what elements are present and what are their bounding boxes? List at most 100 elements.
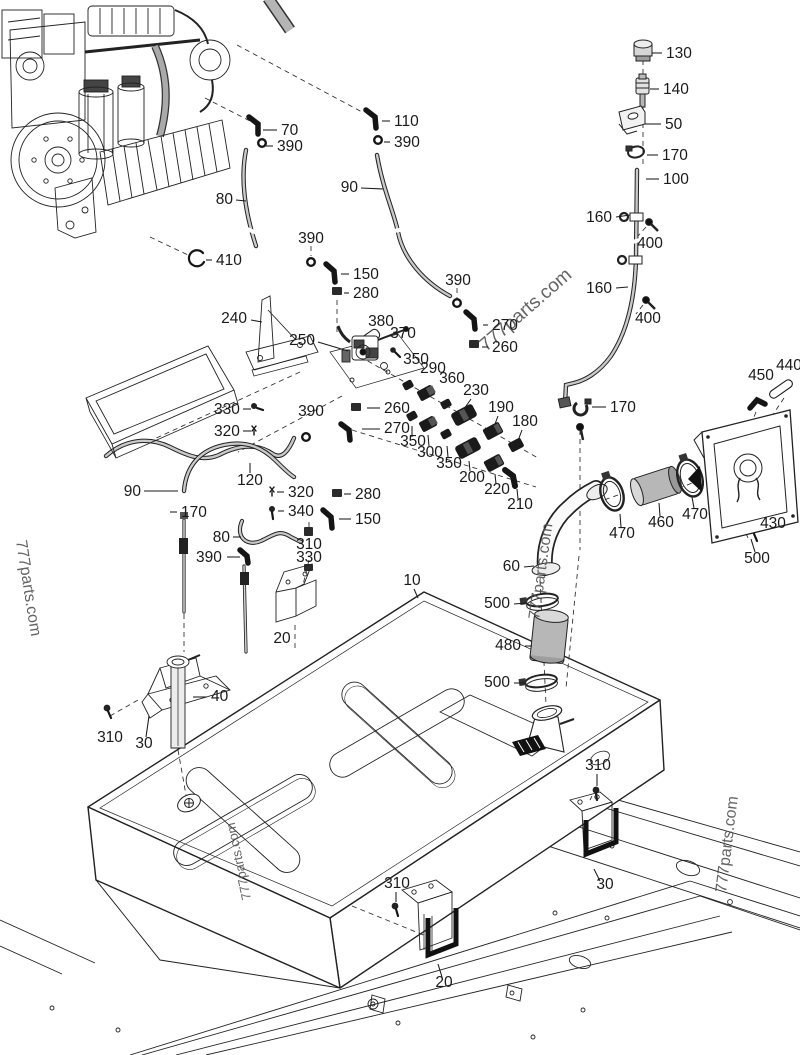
- part-callout-310: 310: [97, 729, 123, 746]
- part-callout-390: 390: [298, 403, 324, 420]
- part-callout-10: 10: [403, 572, 421, 589]
- part-callout-260: 260: [492, 339, 518, 356]
- part-callout-430: 430: [760, 515, 786, 532]
- part-callout-500: 500: [484, 674, 510, 691]
- part-callout-320: 320: [214, 423, 240, 440]
- part-callout-260: 260: [384, 400, 410, 417]
- watermark-text: 777parts.com: [476, 264, 577, 355]
- part-callout-290: 290: [420, 360, 446, 377]
- part-callout-360: 360: [439, 370, 465, 387]
- engine-illustration: [1, 0, 295, 239]
- part-callout-400: 400: [637, 235, 663, 252]
- part-callout-90: 90: [341, 179, 359, 196]
- part-callout-90: 90: [124, 483, 142, 500]
- part-callout-180: 180: [512, 413, 538, 430]
- part-callout-390: 390: [445, 272, 471, 289]
- part-callout-310: 310: [585, 757, 611, 774]
- callout-leader: [513, 602, 527, 605]
- part-callout-280: 280: [355, 486, 381, 503]
- part-callout-270: 270: [384, 420, 410, 437]
- callout-leader: [494, 473, 497, 485]
- callout-layer: 7039011039013014050170100809016040041039…: [97, 45, 800, 991]
- callout-leader: [413, 588, 419, 599]
- part-callout-250: 250: [289, 332, 315, 349]
- part-callout-500: 500: [744, 550, 770, 567]
- part-callout-30: 30: [596, 876, 614, 893]
- part-callout-320: 320: [288, 484, 314, 501]
- small-fittings: [103, 107, 793, 918]
- callout-leader: [691, 496, 695, 509]
- part-callout-170: 170: [610, 399, 636, 416]
- callout-leader: [250, 319, 263, 323]
- callout-leader: [317, 341, 349, 352]
- part-callout-190: 190: [488, 399, 514, 416]
- part-callout-460: 460: [648, 514, 674, 531]
- part-callout-20: 20: [435, 974, 453, 991]
- filler-cap-parts: [557, 39, 659, 441]
- watermark-text: 777parts.com: [713, 795, 742, 893]
- callout-leader: [463, 398, 472, 410]
- part-callout-60: 60: [503, 558, 521, 575]
- part-callout-370: 370: [390, 325, 416, 342]
- part-callout-330: 330: [214, 401, 240, 418]
- part-callout-170: 170: [181, 504, 207, 521]
- part-callout-390: 390: [298, 230, 324, 247]
- part-callout-330: 330: [296, 549, 322, 566]
- part-callout-390: 390: [277, 138, 303, 155]
- part-callout-50: 50: [665, 116, 683, 133]
- hoses-and-tubes: [103, 147, 645, 654]
- part-callout-150: 150: [355, 511, 381, 528]
- part-callout-310: 310: [296, 536, 322, 553]
- part-callout-170: 170: [662, 147, 688, 164]
- part-callout-130: 130: [666, 45, 692, 62]
- part-callout-310: 310: [384, 875, 410, 892]
- part-callout-210: 210: [507, 496, 533, 513]
- callout-leader: [468, 460, 471, 472]
- part-callout-110: 110: [394, 113, 419, 130]
- part-callout-160: 160: [586, 280, 612, 297]
- callout-leader: [437, 963, 443, 978]
- part-callout-20: 20: [273, 630, 291, 647]
- callout-leader: [360, 187, 384, 190]
- part-callout-380: 380: [368, 313, 394, 330]
- callout-leader: [750, 538, 756, 553]
- part-callout-230: 230: [463, 382, 489, 399]
- callout-leader: [615, 214, 631, 218]
- part-callout-390: 390: [196, 549, 222, 566]
- callout-leader: [427, 434, 430, 447]
- part-callout-200: 200: [459, 469, 485, 486]
- callout-leader: [518, 429, 523, 439]
- callout-leader: [446, 445, 449, 458]
- part-callout-500: 500: [484, 595, 510, 612]
- flange-group: [599, 409, 799, 544]
- part-callout-280: 280: [353, 285, 379, 302]
- part-callout-350: 350: [400, 433, 426, 450]
- watermark-text: 777parts.com: [12, 539, 44, 637]
- callout-leader: [615, 286, 629, 289]
- part-callout-350: 350: [436, 455, 462, 472]
- part-callout-80: 80: [216, 191, 234, 208]
- part-callout-390: 390: [394, 134, 420, 151]
- filler-neck-parts: [518, 480, 608, 692]
- callout-leader: [145, 715, 150, 738]
- callout-leader: [235, 199, 247, 202]
- brackets-and-tray: [85, 295, 619, 959]
- part-callout-470: 470: [682, 506, 708, 523]
- part-callout-450: 450: [748, 367, 774, 384]
- callout-leader: [516, 488, 519, 500]
- callout-leader: [494, 415, 499, 425]
- part-callout-240: 240: [221, 310, 247, 327]
- part-callout-40: 40: [211, 688, 229, 705]
- part-callout-480: 480: [495, 637, 521, 654]
- part-callout-140: 140: [663, 81, 689, 98]
- part-callout-300: 300: [417, 444, 443, 461]
- fitting-rows: [402, 379, 524, 472]
- part-callout-80: 80: [213, 529, 231, 546]
- part-callout-30: 30: [135, 735, 153, 752]
- part-callout-100: 100: [663, 171, 689, 188]
- callout-leader: [593, 868, 601, 882]
- part-callout-350: 350: [403, 351, 429, 368]
- part-callout-270: 270: [492, 317, 518, 334]
